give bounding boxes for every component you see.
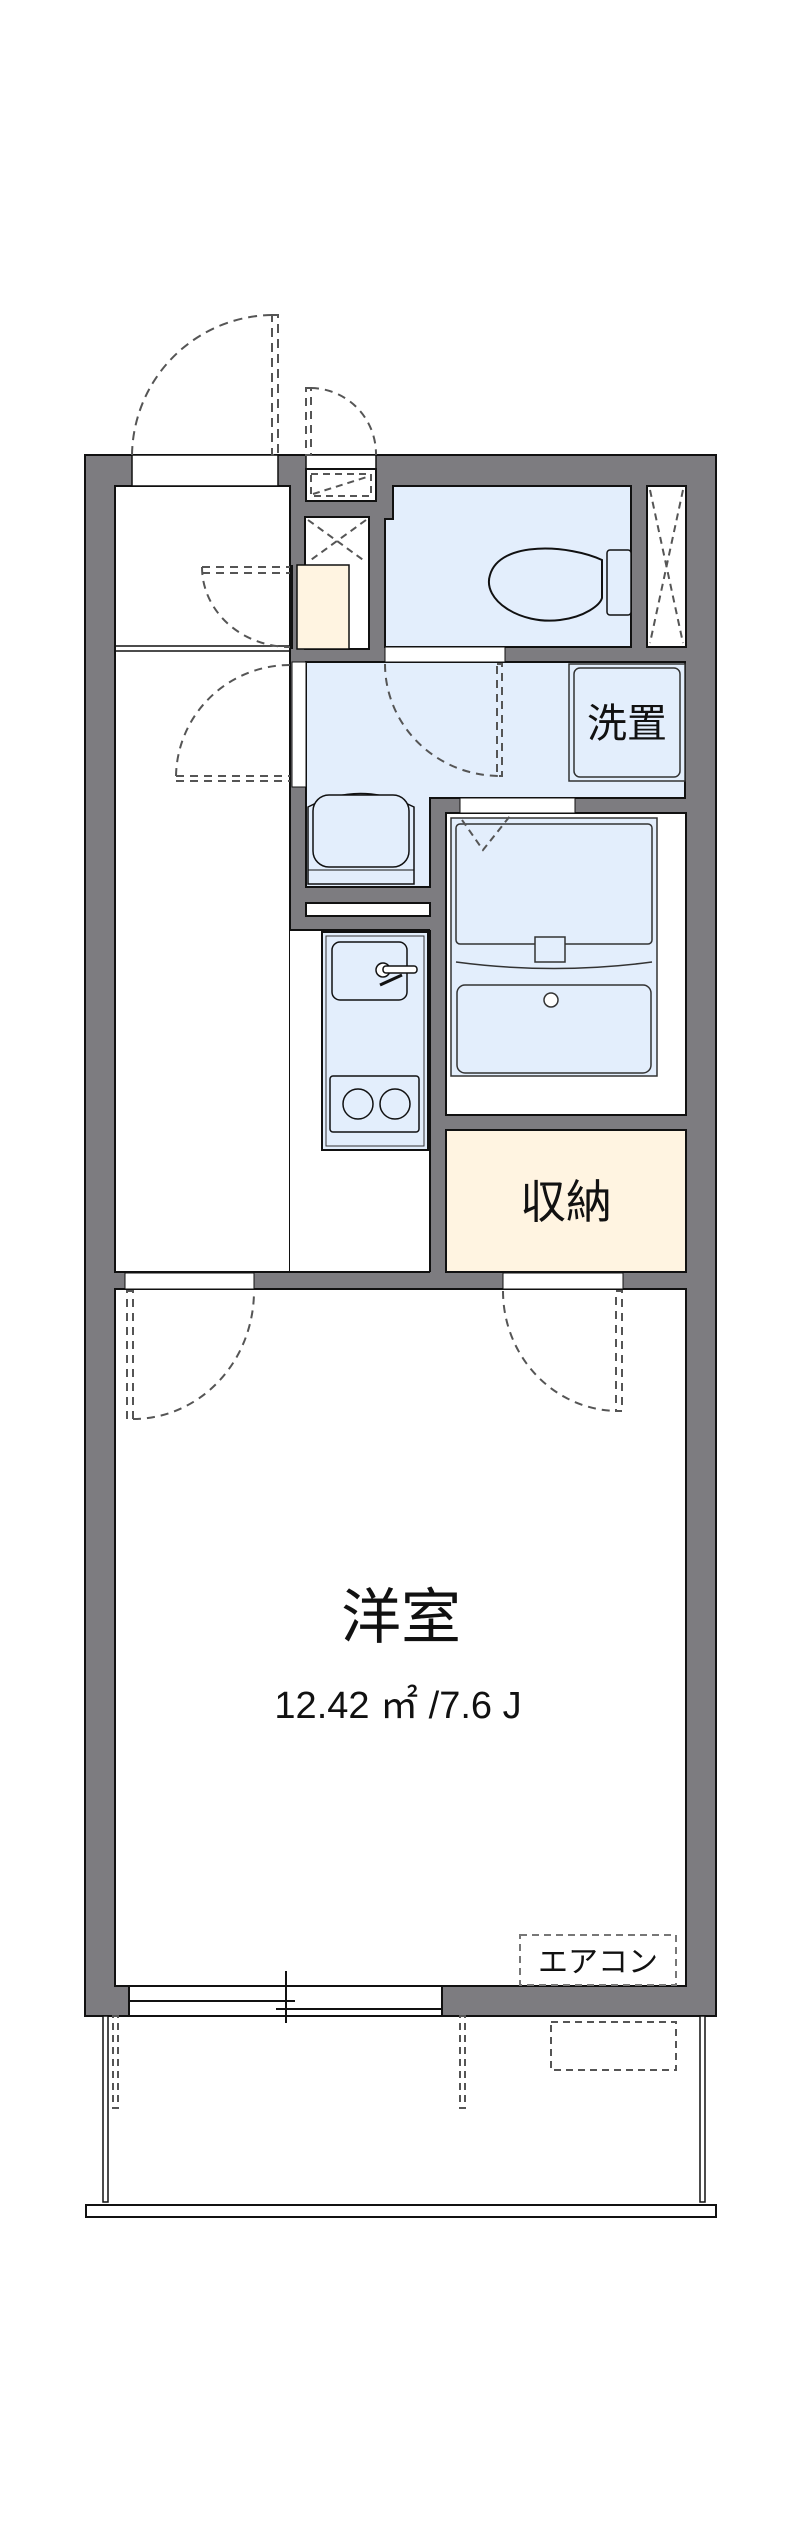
washer-label: 洗置 [587, 701, 667, 747]
aircon-label: エアコン [538, 1945, 658, 1980]
room-door-opening-left [124, 1272, 255, 1290]
toilet-bowl-icon [487, 547, 603, 622]
shoe-cabinet [296, 564, 350, 650]
burner-icon [342, 1088, 374, 1120]
bathtub [456, 984, 652, 1074]
closet-door-opening [502, 1272, 624, 1290]
burner-icon [379, 1088, 411, 1120]
storage-closet: 収納 [445, 1129, 687, 1273]
closet-door[interactable] [502, 1290, 623, 1412]
aircon: エアコン [519, 1934, 677, 1986]
room-area: 12.42 ㎡ /7.6 J [274, 1685, 521, 1727]
meter-box-opening [305, 454, 377, 470]
toilet-door[interactable] [384, 663, 503, 777]
bath-door-opening [459, 797, 576, 814]
faucet-icon [534, 936, 566, 963]
aircon-outdoor-unit [550, 2021, 677, 2071]
faucet-icon [375, 962, 418, 987]
window-screen-right [459, 2015, 466, 2109]
bathroom [445, 812, 687, 1116]
meter-box-door[interactable] [305, 387, 378, 456]
washing-machine-space: 洗置 [568, 663, 686, 782]
meter-box-marks [310, 473, 372, 497]
shelf-strip [305, 902, 431, 917]
window-screen-left [112, 2015, 119, 2109]
vanity-basin [307, 792, 415, 885]
toilet-tank [606, 549, 632, 616]
balcony-window[interactable] [128, 1971, 443, 2023]
toilet-room [384, 485, 632, 648]
entrance-opening [131, 454, 279, 487]
western-room: 洋室 12.42 ㎡ /7.6 J [114, 1288, 687, 1987]
hall-door-top[interactable] [201, 566, 291, 648]
balcony [85, 2015, 717, 2218]
room-name: 洋室 [341, 1583, 461, 1653]
entrance-door[interactable] [131, 314, 279, 456]
toilet-door-opening [384, 646, 506, 663]
drain-icon [543, 992, 559, 1008]
pipe-shaft-cross-icon [649, 489, 684, 644]
storage-label: 収納 [520, 1175, 612, 1229]
washroom-door[interactable] [175, 664, 291, 782]
kitchen-counter [321, 931, 429, 1151]
room-door-left[interactable] [126, 1290, 255, 1420]
bath-door[interactable] [461, 815, 511, 852]
